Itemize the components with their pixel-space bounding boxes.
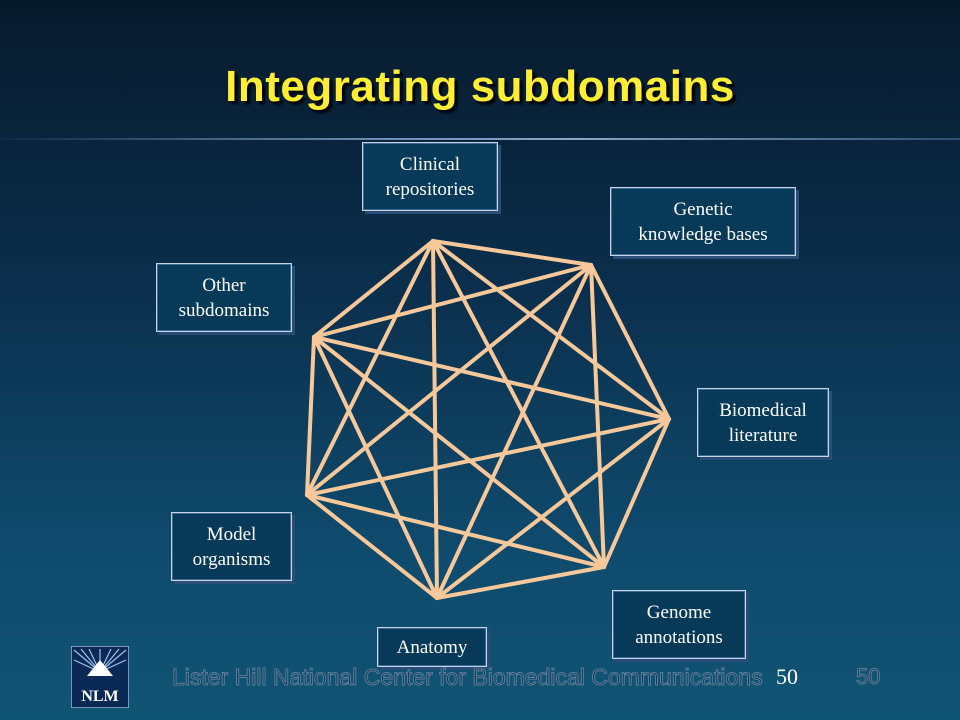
graph-edge-20 [305, 335, 316, 497]
graph-edge-15 [435, 565, 606, 600]
title-divider [0, 138, 960, 140]
graph-edge-13 [305, 417, 671, 497]
node-anatomy: Anatomy [377, 627, 487, 667]
graph-edge-6 [589, 263, 671, 421]
slide-number-ghost: 50 [855, 664, 881, 690]
graph-edge-7 [589, 263, 606, 569]
slide-number: 50 [776, 664, 798, 689]
graph-edge-16 [305, 493, 606, 569]
nlm-logo: NLM [71, 646, 129, 708]
graph-edge-4 [305, 239, 435, 497]
slide-title: Integrating subdomains [225, 62, 735, 111]
graph-edge-3 [431, 239, 439, 600]
graph-edge-11 [602, 417, 671, 569]
node-clinical-repositories: Clinical repositories [362, 142, 498, 211]
graph-edge-0 [431, 239, 593, 267]
node-genetic-knowledge-bases: Genetic knowledge bases [610, 187, 796, 256]
graph-edge-17 [312, 335, 606, 569]
graph-edge-5 [312, 239, 435, 339]
node-genome-annotations: Genome annotations [612, 590, 746, 659]
graph-edges [305, 239, 671, 600]
graph-edge-8 [435, 263, 593, 600]
node-model-organisms: Model organisms [171, 512, 292, 581]
graph-edge-18 [305, 493, 439, 600]
graph-edge-9 [305, 263, 593, 497]
graph-edge-12 [435, 417, 671, 600]
logo-text: NLM [81, 688, 118, 705]
graph-edge-2 [431, 239, 606, 569]
node-other-subdomains: Other subdomains [156, 263, 292, 332]
node-biomedical-literature: Biomedical literature [697, 388, 829, 457]
graph-edge-14 [312, 335, 671, 421]
footer-organization: Lister Hill National Center for Biomedic… [172, 664, 764, 691]
graph-edge-19 [312, 335, 439, 600]
graph-edge-10 [312, 263, 593, 339]
graph-edge-1 [431, 239, 671, 421]
